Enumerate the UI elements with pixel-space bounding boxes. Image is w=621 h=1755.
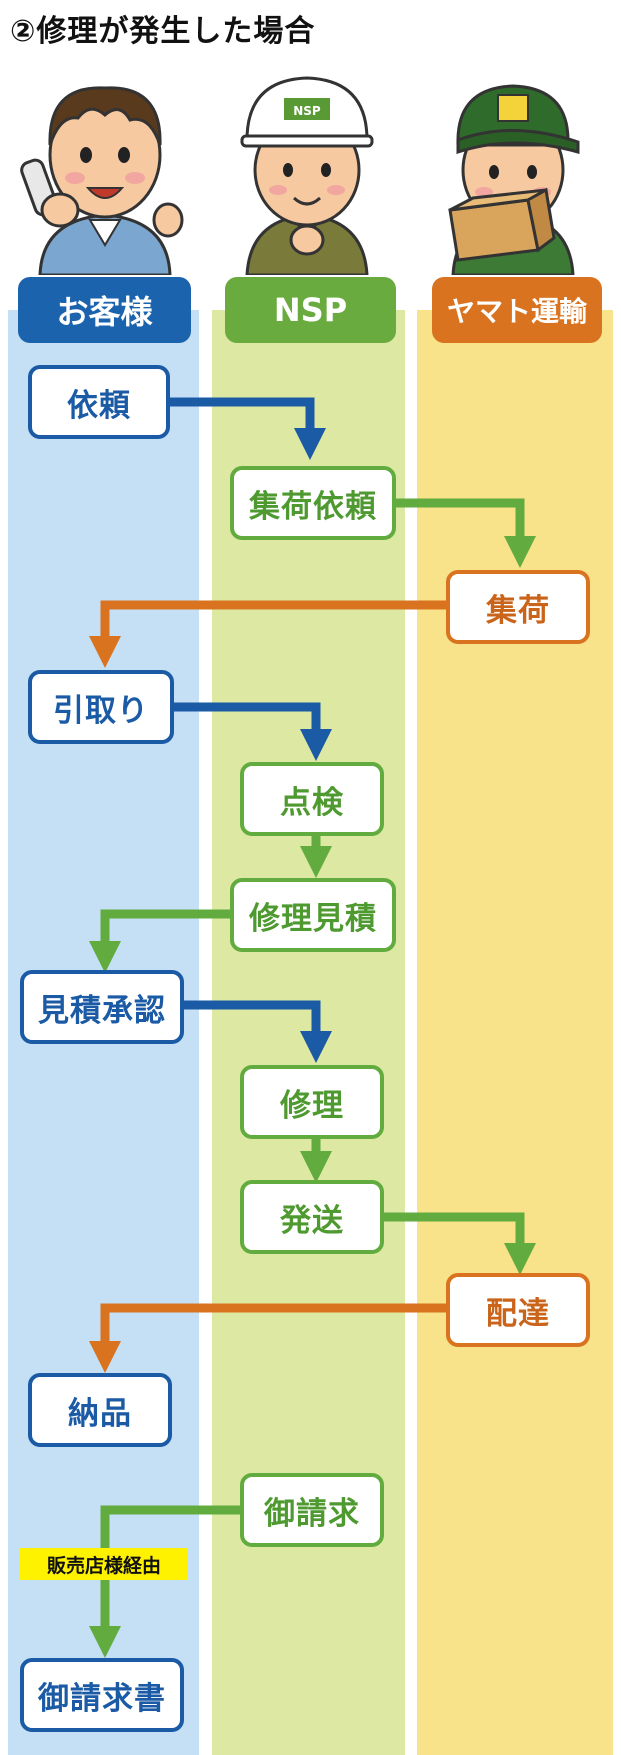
via-dealer-note: 販売店様経由 bbox=[20, 1548, 188, 1580]
step-haitatsu: 配達 bbox=[446, 1273, 590, 1347]
step-tenken: 点検 bbox=[240, 762, 384, 836]
customer-phone-avatar-icon bbox=[20, 86, 184, 275]
yamato-courier-avatar-icon bbox=[448, 84, 580, 275]
step-shuri: 修理 bbox=[240, 1065, 384, 1139]
page-title: ②修理が発生した場合 bbox=[10, 14, 316, 49]
step-hikitori: 引取り bbox=[28, 670, 174, 744]
nsp-helmet-avatar-icon: NSP bbox=[240, 76, 374, 275]
step-hasso: 発送 bbox=[240, 1180, 384, 1254]
step-goseikyusho: 御請求書 bbox=[20, 1658, 184, 1732]
step-nohin: 納品 bbox=[28, 1373, 172, 1447]
lane-header-customer: お客様 bbox=[18, 277, 191, 343]
lane-header-yamato: ヤマト運輸 bbox=[432, 277, 602, 343]
step-irai: 依頼 bbox=[28, 365, 170, 439]
step-mitsumori-shonin: 見積承認 bbox=[20, 970, 184, 1044]
lane-header-nsp: NSP bbox=[225, 277, 396, 343]
step-goseikyu: 御請求 bbox=[240, 1473, 384, 1547]
step-shuka-irai: 集荷依頼 bbox=[230, 466, 396, 540]
step-shuri-mitsumori: 修理見積 bbox=[230, 878, 396, 952]
step-shuka: 集荷 bbox=[446, 570, 590, 644]
svg-text:NSP: NSP bbox=[293, 104, 321, 118]
